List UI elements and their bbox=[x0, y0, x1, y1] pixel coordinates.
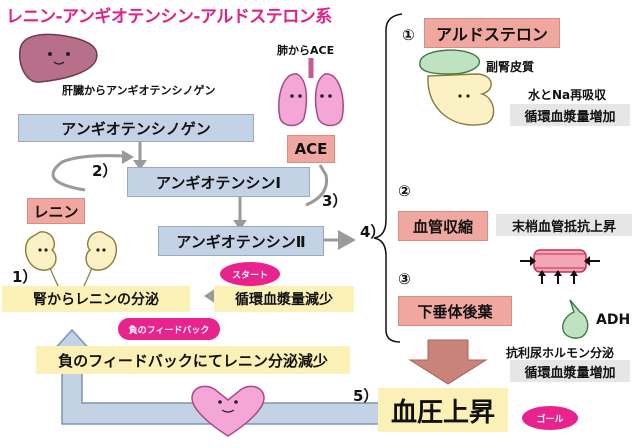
negative-feedback-tag: 負のフィードバック bbox=[118, 318, 220, 340]
kidney-secretion-box: 腎からレニンの分泌 bbox=[2, 286, 190, 312]
kidneys-illustration bbox=[25, 231, 117, 291]
vessel-illustration bbox=[520, 249, 600, 284]
lungs-illustration bbox=[278, 58, 344, 127]
step-3-number: 3） bbox=[322, 192, 348, 210]
circled-2: ② bbox=[398, 182, 411, 200]
angiotensin2-box: アンギオテンシンⅡ bbox=[158, 226, 324, 256]
big-down-arrow bbox=[408, 339, 488, 385]
antidiuretic-hormone-secretion: 抗利尿ホルモン分泌 bbox=[506, 346, 615, 360]
aldosterone-box: アルドステロン bbox=[424, 18, 560, 48]
liver-caption: 肝臓からアンギオテンシノゲン bbox=[62, 84, 216, 97]
goal-bubble: ゴール bbox=[522, 406, 578, 430]
step-1-number: 1） bbox=[12, 268, 38, 286]
circulation-decrease-box: 循環血漿量減少 bbox=[214, 286, 354, 312]
pituitary-illustration bbox=[562, 299, 589, 339]
step-2-number: 2） bbox=[92, 162, 118, 180]
peripheral-resistance-box: 末梢血管抵抗上昇 bbox=[496, 214, 632, 236]
angiotensinogen-box: アンギオテンシノゲン bbox=[18, 114, 254, 142]
diagram-title: レニン-アンギオテンシン-アルドステロン系 bbox=[6, 7, 332, 27]
step-4-number: 4） bbox=[360, 223, 386, 241]
water-na-reabsorption: 水とNa再吸収 bbox=[528, 88, 607, 102]
ace-box: ACE bbox=[287, 135, 335, 163]
circled-3: ③ bbox=[398, 270, 411, 288]
angiotensin1-box: アンギオテンシンⅠ bbox=[127, 167, 310, 197]
renin-box: レニン bbox=[27, 198, 85, 224]
adrenal-illustration bbox=[419, 49, 495, 126]
circled-1: ① bbox=[402, 26, 415, 44]
adh-label: ADH bbox=[596, 312, 631, 328]
right-bracket bbox=[373, 13, 403, 343]
vasoconstriction-box: 血管収縮 bbox=[398, 211, 488, 241]
circulation-increase-1: 循環血漿量増加 bbox=[510, 104, 630, 126]
negative-feedback-box: 負のフィードバックにてレニン分泌減少 bbox=[36, 346, 350, 374]
circulation-increase-2: 循環血漿量増加 bbox=[510, 360, 630, 382]
adrenal-cortex-label: 副腎皮質 bbox=[486, 60, 535, 74]
liver-illustration bbox=[19, 33, 98, 83]
heart-illustration bbox=[191, 385, 265, 437]
blood-pressure-rise-box: 血圧上昇 bbox=[378, 388, 508, 432]
step-5-number: 5） bbox=[353, 387, 379, 405]
lung-caption: 肺からACE bbox=[277, 44, 335, 57]
start-bubble: スタート bbox=[220, 262, 280, 286]
posterior-pituitary-box: 下垂体後葉 bbox=[398, 296, 512, 326]
